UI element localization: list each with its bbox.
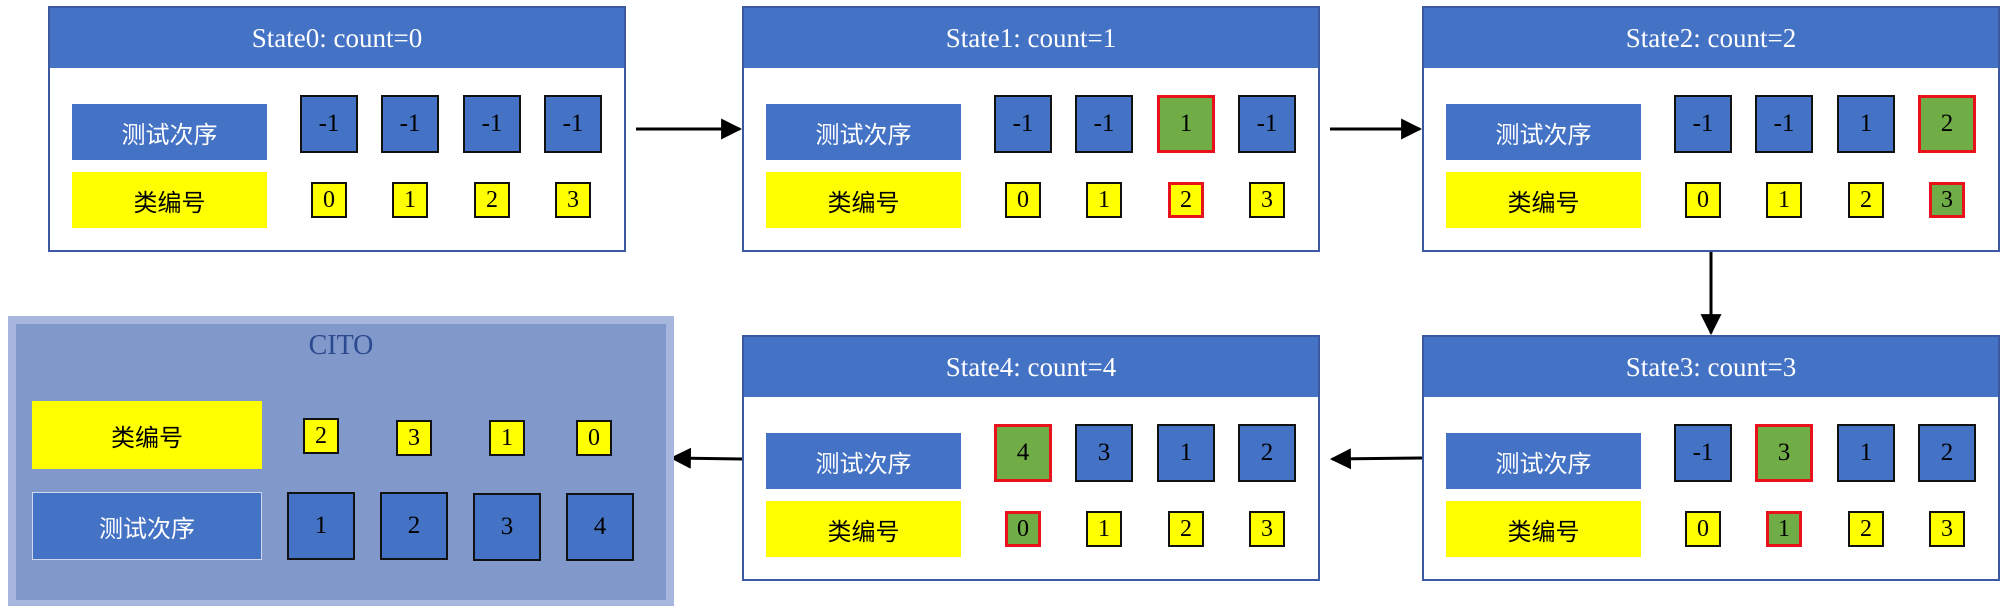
cito-class-id-label: 类编号 [32, 401, 262, 469]
state-2-title: State2: count=2 [1424, 8, 1998, 68]
class-id-cell: 2 [1848, 511, 1884, 547]
state-0-panel: State0: count=0 测试次序 类编号 -1 -1 -1 -1 0 1… [48, 6, 626, 252]
state-4-title: State4: count=4 [744, 337, 1318, 397]
test-order-cell: 4 [994, 424, 1052, 482]
cito-test-order-cell: 3 [473, 493, 541, 561]
test-order-cell: 2 [1918, 424, 1976, 482]
test-order-label: 测试次序 [766, 433, 961, 489]
class-id-cell: 1 [1086, 182, 1122, 218]
class-id-label: 类编号 [766, 501, 961, 557]
class-id-cell: 3 [555, 182, 591, 218]
test-order-cell: 1 [1157, 95, 1215, 153]
test-order-cell: -1 [1674, 95, 1732, 153]
class-id-cell: 0 [1685, 511, 1721, 547]
test-order-cell: -1 [1075, 95, 1133, 153]
class-id-cell: 1 [1766, 182, 1802, 218]
test-order-label: 测试次序 [766, 104, 961, 160]
class-id-cell: 1 [1766, 511, 1802, 547]
test-order-cell: -1 [300, 95, 358, 153]
test-order-cell: -1 [1238, 95, 1296, 153]
test-order-cell: -1 [463, 95, 521, 153]
test-order-cell: 1 [1837, 424, 1895, 482]
class-id-cell: 3 [1929, 511, 1965, 547]
cito-title: CITO [308, 330, 374, 361]
class-id-cell: 0 [1005, 511, 1041, 547]
test-order-cell: 1 [1157, 424, 1215, 482]
class-id-label: 类编号 [1446, 501, 1641, 557]
state-3-panel: State3: count=3 测试次序 类编号 -1 3 1 2 0 1 2 … [1422, 335, 2000, 581]
state-3-title: State3: count=3 [1424, 337, 1998, 397]
class-id-cell: 0 [1005, 182, 1041, 218]
test-order-cell: -1 [1755, 95, 1813, 153]
state-2-panel: State2: count=2 测试次序 类编号 -1 -1 1 2 0 1 2… [1422, 6, 2000, 252]
arrow-state3-to-state4 [1329, 448, 1423, 470]
arrow-state4-to-cito [669, 447, 743, 469]
test-order-cell: -1 [994, 95, 1052, 153]
class-id-cell: 1 [1086, 511, 1122, 547]
class-id-cell: 2 [1848, 182, 1884, 218]
class-id-cell: 0 [311, 182, 347, 218]
state-1-panel: State1: count=1 测试次序 类编号 -1 -1 1 -1 0 1 … [742, 6, 1320, 252]
test-order-cell: -1 [381, 95, 439, 153]
cito-test-order-label: 测试次序 [32, 492, 262, 560]
state-0-title: State0: count=0 [50, 8, 624, 68]
class-id-cell: 3 [1929, 182, 1965, 218]
class-id-label: 类编号 [72, 172, 267, 228]
cito-class-id-cell: 1 [489, 420, 525, 456]
class-id-label: 类编号 [1446, 172, 1641, 228]
class-id-cell: 2 [474, 182, 510, 218]
state-4-panel: State4: count=4 测试次序 类编号 4 3 1 2 0 1 2 3 [742, 335, 1320, 581]
state-1-title: State1: count=1 [744, 8, 1318, 68]
class-id-cell: 0 [1685, 182, 1721, 218]
cito-test-order-cell: 1 [287, 492, 355, 560]
class-id-label: 类编号 [766, 172, 961, 228]
cito-class-id-cell: 0 [576, 420, 612, 456]
test-order-label: 测试次序 [1446, 104, 1641, 160]
test-order-label: 测试次序 [1446, 433, 1641, 489]
cito-test-order-cell: 2 [380, 492, 448, 560]
test-order-cell: 2 [1238, 424, 1296, 482]
cito-test-order-cell: 4 [566, 493, 634, 561]
cito-class-id-cell: 3 [396, 420, 432, 456]
class-id-cell: 1 [392, 182, 428, 218]
cito-class-id-cell: 2 [303, 418, 339, 454]
test-order-cell: 1 [1837, 95, 1895, 153]
test-order-cell: 3 [1075, 424, 1133, 482]
test-order-label: 测试次序 [72, 104, 267, 160]
test-order-cell: 3 [1755, 424, 1813, 482]
test-order-cell: -1 [1674, 424, 1732, 482]
test-order-cell: -1 [544, 95, 602, 153]
class-id-cell: 3 [1249, 182, 1285, 218]
class-id-cell: 2 [1168, 511, 1204, 547]
class-id-cell: 3 [1249, 511, 1285, 547]
test-order-cell: 2 [1918, 95, 1976, 153]
class-id-cell: 2 [1168, 182, 1204, 218]
